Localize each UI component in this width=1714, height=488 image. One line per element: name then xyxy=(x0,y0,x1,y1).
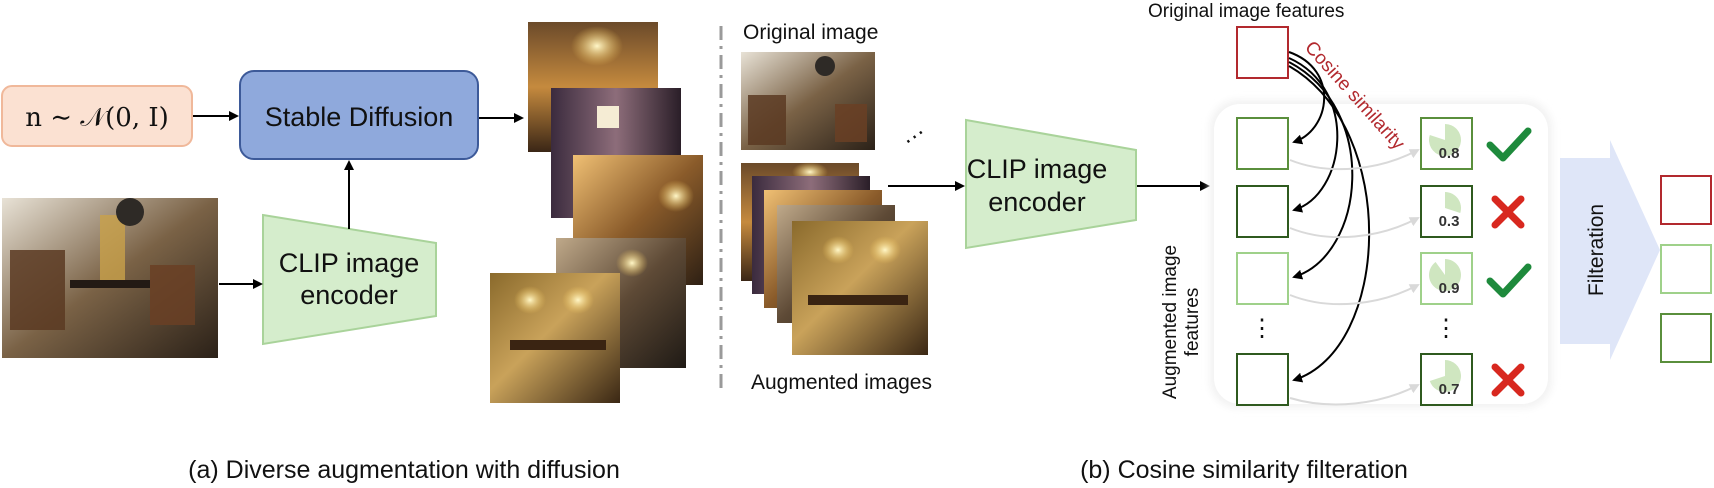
augmented-images-stack xyxy=(741,162,928,355)
score-value: 0.3 xyxy=(1439,213,1460,230)
check-icon xyxy=(1486,127,1532,162)
generated-images-stack xyxy=(490,22,703,403)
clip-encoder-left-line1: CLIP image xyxy=(279,248,420,278)
aug-feature-box xyxy=(1236,185,1289,238)
noise-input-box: n ∼ 𝒩(0, I) xyxy=(1,85,193,147)
augmented-images-label: Augmented images xyxy=(751,371,932,394)
stable-diffusion-box: Stable Diffusion xyxy=(239,70,479,160)
augmented-features-label-line2: features xyxy=(1182,288,1203,357)
caption-b: (b) Cosine similarity filteration xyxy=(1080,456,1408,484)
aug-feature-box xyxy=(1236,252,1289,305)
original-image-label: Original image xyxy=(743,21,878,44)
score-box: 0.7 xyxy=(1420,353,1473,406)
score-value: 0.7 xyxy=(1439,381,1460,398)
score-value: 0.9 xyxy=(1439,280,1460,297)
clip-encoder-right-line2: encoder xyxy=(988,187,1086,217)
score-box: 0.3 xyxy=(1420,185,1473,238)
score-pie xyxy=(1429,360,1461,392)
similarity-arrows xyxy=(1288,51,1371,383)
aug-feature-box xyxy=(1236,117,1289,170)
cross-icon xyxy=(1491,363,1525,397)
score-box: 0.8 xyxy=(1420,117,1473,170)
score-pie xyxy=(1429,124,1461,156)
filtered-aug-box xyxy=(1660,244,1712,294)
original-feature-box xyxy=(1236,26,1289,79)
cross-icon xyxy=(1491,195,1525,229)
score-value: 0.8 xyxy=(1439,145,1460,162)
stable-diffusion-label: Stable Diffusion xyxy=(265,102,454,132)
augmented-feature-boxes xyxy=(1236,117,1289,406)
clip-encoder-right-line1: CLIP image xyxy=(967,154,1108,184)
input-image xyxy=(2,198,218,358)
clip-encoder-left-line2: encoder xyxy=(300,280,398,310)
score-pie xyxy=(1429,259,1461,291)
aug-feature-box xyxy=(1236,353,1289,406)
feature-container xyxy=(1210,100,1552,408)
filtered-original-box xyxy=(1660,175,1712,225)
score-ellipsis: ⋮ xyxy=(1434,315,1458,342)
noise-input-label: n ∼ 𝒩(0, I) xyxy=(25,103,169,133)
original-image xyxy=(741,52,875,150)
check-icon xyxy=(1486,263,1532,298)
clip-encoder-left: CLIP image encoder xyxy=(262,213,437,346)
filtered-aug-box xyxy=(1660,313,1712,363)
filtered-features xyxy=(1660,175,1712,363)
clip-encoder-right: CLIP image encoder xyxy=(965,118,1137,250)
filteration-label: Filteration xyxy=(1585,204,1608,296)
original-features-label: Original image features xyxy=(1148,1,1344,22)
score-arrows xyxy=(1289,149,1420,406)
score-box: 0.9 xyxy=(1420,252,1473,305)
ellipsis-horizontal: … xyxy=(893,114,928,150)
caption-a: (a) Diverse augmentation with diffusion xyxy=(188,456,620,484)
augmented-features-label-line1: Augmented image xyxy=(1160,245,1181,399)
score-boxes: 0.8 0.3 0.9 0.7 xyxy=(1420,117,1473,406)
score-pie xyxy=(1445,192,1461,213)
feature-ellipsis: ⋮ xyxy=(1250,315,1274,342)
filteration-arrow: Filteration xyxy=(1560,140,1660,360)
